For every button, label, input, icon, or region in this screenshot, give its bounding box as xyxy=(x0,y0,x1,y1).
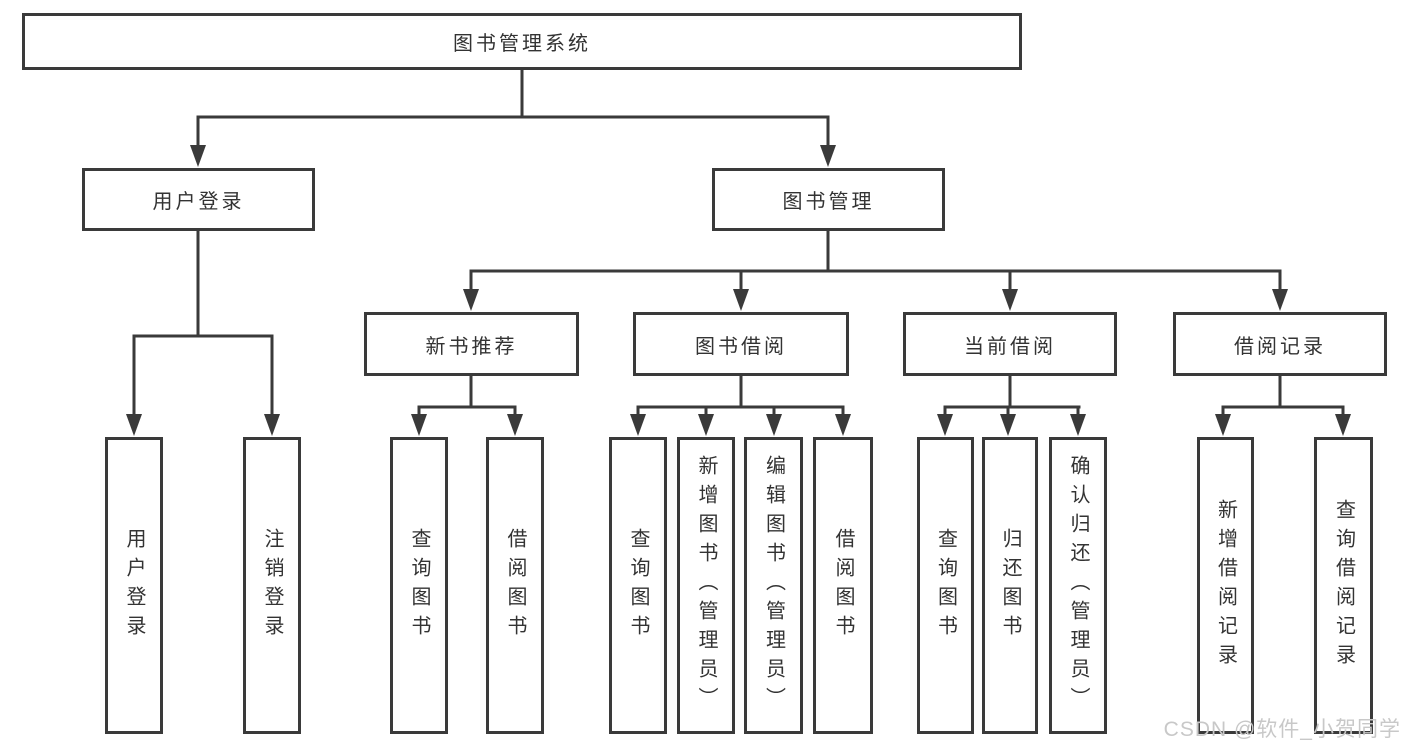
node-current-borrow: 当前借阅 xyxy=(903,312,1117,376)
node-leaf-confirm-return-admin: 确认归还（管理员） xyxy=(1049,437,1107,734)
node-leaf-query-borrow-record: 查询借阅记录 xyxy=(1314,437,1373,734)
connector-current-borrow xyxy=(937,376,1086,436)
node-borrow-records: 借阅记录 xyxy=(1173,312,1387,376)
connector-book-borrow xyxy=(630,376,851,436)
node-leaf-add-book-admin: 新增图书（管理员） xyxy=(677,437,735,734)
connector-borrow-records xyxy=(1215,376,1351,436)
node-leaf-return-book: 归还图书 xyxy=(982,437,1038,734)
node-leaf-recommend-borrow-book: 借阅图书 xyxy=(486,437,544,734)
node-book-management: 图书管理 xyxy=(712,168,945,231)
node-root: 图书管理系统 xyxy=(22,13,1022,70)
node-user-login: 用户登录 xyxy=(82,168,315,231)
node-leaf-recommend-query-book: 查询图书 xyxy=(390,437,448,734)
node-leaf-borrow-book: 借阅图书 xyxy=(813,437,873,734)
node-leaf-current-query-book: 查询图书 xyxy=(917,437,974,734)
connector-user-login xyxy=(126,231,280,436)
node-new-book-recommend: 新书推荐 xyxy=(364,312,579,376)
node-leaf-add-borrow-record: 新增借阅记录 xyxy=(1197,437,1254,734)
node-leaf-borrow-query-book: 查询图书 xyxy=(609,437,667,734)
csdn-watermark: CSDN @软件_小贺同学 xyxy=(1163,718,1401,741)
connector-new-book-recommend xyxy=(411,376,523,436)
node-leaf-logout: 注销登录 xyxy=(243,437,301,734)
node-leaf-edit-book-admin: 编辑图书（管理员） xyxy=(744,437,803,734)
node-leaf-user-login: 用户登录 xyxy=(105,437,163,734)
node-book-borrow: 图书借阅 xyxy=(633,312,849,376)
connector-root xyxy=(190,70,836,167)
connector-book-management xyxy=(463,231,1288,311)
